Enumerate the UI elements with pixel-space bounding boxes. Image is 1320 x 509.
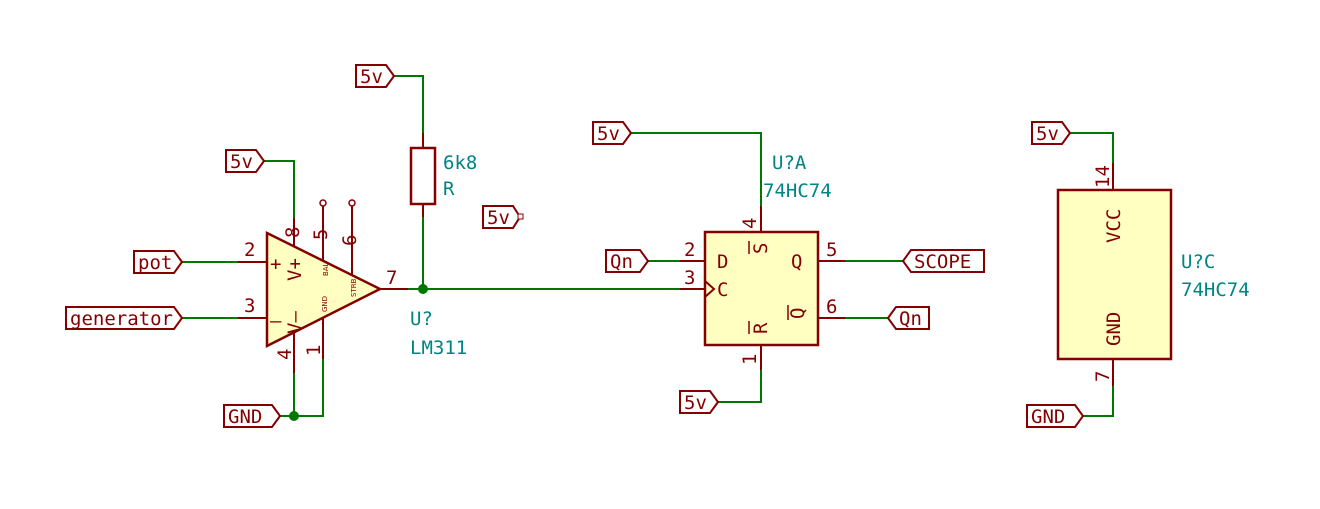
svg-text:GND: GND [1031,406,1065,428]
strb-label: STRB [350,278,358,297]
power-unit-ref: U?C [1181,251,1215,273]
c-input-label: C [717,279,728,301]
svg-text:5v: 5v [230,151,253,173]
svg-text:5v: 5v [1036,123,1059,145]
vplus-label: V+ [284,258,306,281]
resistor-ref: R [443,178,455,200]
svg-text:Qn: Qn [899,308,922,330]
pin-number-2-ff: 2 [684,239,695,261]
opamp-body [265,230,383,349]
set-label: S [750,243,772,254]
q-output-label: Q [791,251,802,273]
net-label-gnd-uc[interactable]: GND [1026,404,1085,428]
svg-text:5v: 5v [684,392,707,414]
pin-number-4: 4 [274,349,296,360]
svg-text:Qn: Qn [610,251,633,273]
pin-number-2: 2 [244,239,255,261]
resistor-value: 6k8 [443,152,477,174]
vcc-label: VCC [1103,209,1125,243]
wire-5v-resistor [393,75,424,146]
vminus-label: V– [284,311,306,334]
floating-label-marker [517,213,524,220]
pin-number-1-ff: 1 [739,354,761,365]
flipflop-value: 74HC74 [763,180,832,202]
resistor-body [409,146,437,206]
net-label-5v-opamp[interactable]: 5v [225,149,266,173]
svg-text:pot: pot [138,252,172,274]
net-label-gnd-left[interactable]: GND [223,404,282,428]
pin-number-7-uc: 7 [1092,371,1114,382]
pin-number-6: 6 [339,235,361,246]
net-label-pot[interactable]: pot [133,250,184,274]
nc-bal-marker [319,199,327,207]
svg-text:SCOPE: SCOPE [914,251,971,273]
gnd-inner-label: GND [321,296,329,312]
svg-text:5v: 5v [487,207,510,229]
resistor[interactable]: 6k8 R [409,133,477,217]
wires [181,75,1114,421]
pin-number-5: 5 [310,229,332,240]
pin-number-8: 8 [282,227,304,238]
svg-text:5v: 5v [597,123,620,145]
pin-number-14: 14 [1092,165,1114,188]
pin-number-4-ff: 4 [739,218,761,229]
wire-gnd-uc [1082,385,1114,417]
net-label-5v-top[interactable]: 5v [355,64,396,88]
power-unit-u-c[interactable]: 14 7 VCC GND U?C 74HC74 [1056,163,1250,386]
gnd-uc-inner-label: GND [1103,312,1125,346]
opamp-lm311[interactable]: 2 3 8 5 6 4 1 7 + – V+ V– BAL STRB GND U… [238,199,467,373]
pin-number-5-ff: 5 [826,239,837,261]
opamp-value: LM311 [410,337,467,359]
power-unit-value: 74HC74 [1181,279,1250,301]
pin-number-3: 3 [244,295,255,317]
wire-5v-vcc [1069,132,1114,164]
junction-gnd [289,411,299,421]
net-label-5v-ff-top[interactable]: 5v [592,121,633,145]
net-label-5v-uc[interactable]: 5v [1031,121,1072,145]
net-label-scope[interactable]: SCOPE [901,249,985,273]
opamp-ref: U? [410,308,433,330]
flipflop-u-a[interactable]: 4 2 3 1 5 6 D C S R Q Q U?A 74HC74 [680,152,845,370]
pin-number-1: 1 [303,345,325,356]
input-minus-sign: – [270,310,282,332]
power-unit-body [1056,188,1173,361]
net-label-5v-floating[interactable]: 5v [482,205,524,229]
wire-gndpin-gnd [293,358,324,417]
svg-text:5v: 5v [360,66,383,88]
net-label-5v-ff-bottom[interactable]: 5v [679,390,720,414]
clock-triangle [704,280,716,298]
svg-text:GND: GND [228,406,262,428]
pin-number-7: 7 [386,267,397,289]
svg-text:generator: generator [70,308,173,330]
net-label-qn-output[interactable]: Qn [886,306,930,330]
net-label-generator[interactable]: generator [65,306,184,330]
nc-strb-marker [348,199,356,207]
flipflop-ref: U?A [772,152,807,174]
reset-label: R [750,322,772,334]
wire-5v-reset [717,369,762,403]
bal-label: BAL [322,262,330,276]
d-input-label: D [717,251,728,273]
net-label-qn-input[interactable]: Qn [605,249,650,273]
input-plus-sign: + [270,253,281,275]
pin-number-3-ff: 3 [684,267,695,289]
pin-number-6-ff: 6 [826,296,837,318]
junction-output [418,284,428,294]
qbar-output-label: Q [787,308,809,319]
wire-5v-set [630,132,762,207]
wire-5v-vplus [263,160,295,219]
